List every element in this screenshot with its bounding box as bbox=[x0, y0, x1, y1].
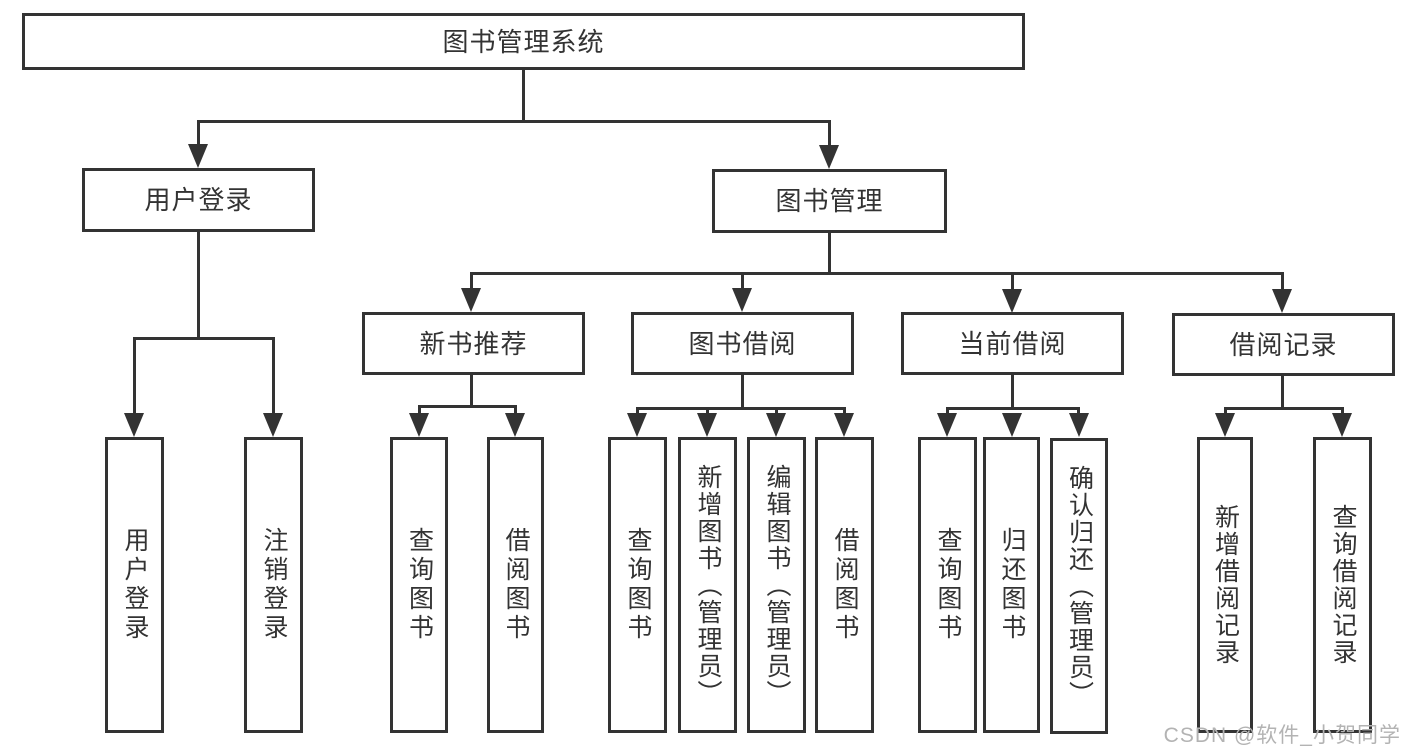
leaf-confirm-return-admin: 确认归还（管理员） bbox=[1050, 438, 1108, 734]
connector-line bbox=[418, 405, 517, 408]
arrowhead-icon bbox=[697, 413, 717, 437]
connector-line bbox=[1224, 407, 1227, 417]
connector-line bbox=[197, 120, 831, 123]
arrowhead-icon bbox=[627, 413, 647, 437]
connector-line bbox=[1281, 272, 1284, 292]
connector-line bbox=[1341, 407, 1344, 417]
connector-line bbox=[418, 405, 421, 417]
arrowhead-icon bbox=[1272, 289, 1292, 313]
leaf-query-book: 查询图书 bbox=[390, 437, 448, 733]
arrowhead-icon bbox=[1002, 413, 1022, 437]
connector-line bbox=[741, 272, 744, 292]
connector-line bbox=[828, 120, 831, 150]
arrowhead-icon bbox=[819, 145, 839, 169]
arrowhead-icon bbox=[263, 413, 283, 437]
arrowhead-icon bbox=[732, 288, 752, 312]
connector-line bbox=[272, 337, 275, 417]
arrowhead-icon bbox=[505, 413, 525, 437]
leaf-add-book-admin: 新增图书（管理员） bbox=[678, 437, 737, 733]
leaf-return-book: 归还图书 bbox=[983, 437, 1040, 733]
leaf-logout: 注销登录 bbox=[244, 437, 303, 733]
arrowhead-icon bbox=[766, 413, 786, 437]
connector-line bbox=[1281, 376, 1284, 409]
connector-line bbox=[470, 375, 473, 407]
connector-line bbox=[636, 407, 846, 410]
connector-line bbox=[706, 407, 709, 417]
leaf-borrow-book: 借阅图书 bbox=[815, 437, 874, 733]
csdn-watermark: CSDN @软件_小贺同学 bbox=[1163, 724, 1401, 747]
arrowhead-icon bbox=[834, 413, 854, 437]
node-book-management: 图书管理 bbox=[712, 169, 947, 233]
node-user-login: 用户登录 bbox=[82, 168, 315, 232]
leaf-borrow-book: 借阅图书 bbox=[487, 437, 544, 733]
connector-line bbox=[946, 407, 1080, 410]
connector-line bbox=[470, 272, 1283, 275]
connector-line bbox=[775, 407, 778, 417]
leaf-query-book: 查询图书 bbox=[918, 437, 977, 733]
arrowhead-icon bbox=[1002, 289, 1022, 313]
connector-line bbox=[1011, 272, 1014, 292]
connector-line bbox=[133, 337, 136, 417]
arrowhead-icon bbox=[188, 144, 208, 168]
connector-line bbox=[133, 337, 274, 340]
connector-line bbox=[514, 405, 517, 417]
connector-line bbox=[828, 233, 831, 274]
arrowhead-icon bbox=[1069, 413, 1089, 437]
arrowhead-icon bbox=[409, 413, 429, 437]
leaf-user-login: 用户登录 bbox=[105, 437, 164, 733]
leaf-edit-book-admin: 编辑图书（管理员） bbox=[747, 437, 806, 733]
arrowhead-icon bbox=[1332, 413, 1352, 437]
node-library-management-system: 图书管理系统 bbox=[22, 13, 1025, 70]
node-book-borrowing: 图书借阅 bbox=[631, 312, 854, 375]
node-borrowing-records: 借阅记录 bbox=[1172, 313, 1395, 376]
connector-line bbox=[1011, 375, 1014, 409]
leaf-add-borrow-record: 新增借阅记录 bbox=[1197, 437, 1253, 733]
connector-line bbox=[636, 407, 639, 417]
connector-line bbox=[470, 272, 473, 292]
connector-line bbox=[843, 407, 846, 417]
node-new-book-recommend: 新书推荐 bbox=[362, 312, 585, 375]
arrowhead-icon bbox=[124, 413, 144, 437]
leaf-query-book: 查询图书 bbox=[608, 437, 667, 733]
arrowhead-icon bbox=[1215, 413, 1235, 437]
connector-line bbox=[1224, 407, 1344, 410]
node-current-borrowing: 当前借阅 bbox=[901, 312, 1124, 375]
arrowhead-icon bbox=[937, 413, 957, 437]
connector-line bbox=[522, 70, 525, 122]
connector-line bbox=[741, 375, 744, 409]
connector-line bbox=[197, 120, 200, 150]
connector-line bbox=[1077, 407, 1080, 417]
leaf-query-borrow-record: 查询借阅记录 bbox=[1313, 437, 1372, 733]
connector-line bbox=[197, 232, 200, 339]
connector-line bbox=[946, 407, 949, 417]
arrowhead-icon bbox=[461, 288, 481, 312]
